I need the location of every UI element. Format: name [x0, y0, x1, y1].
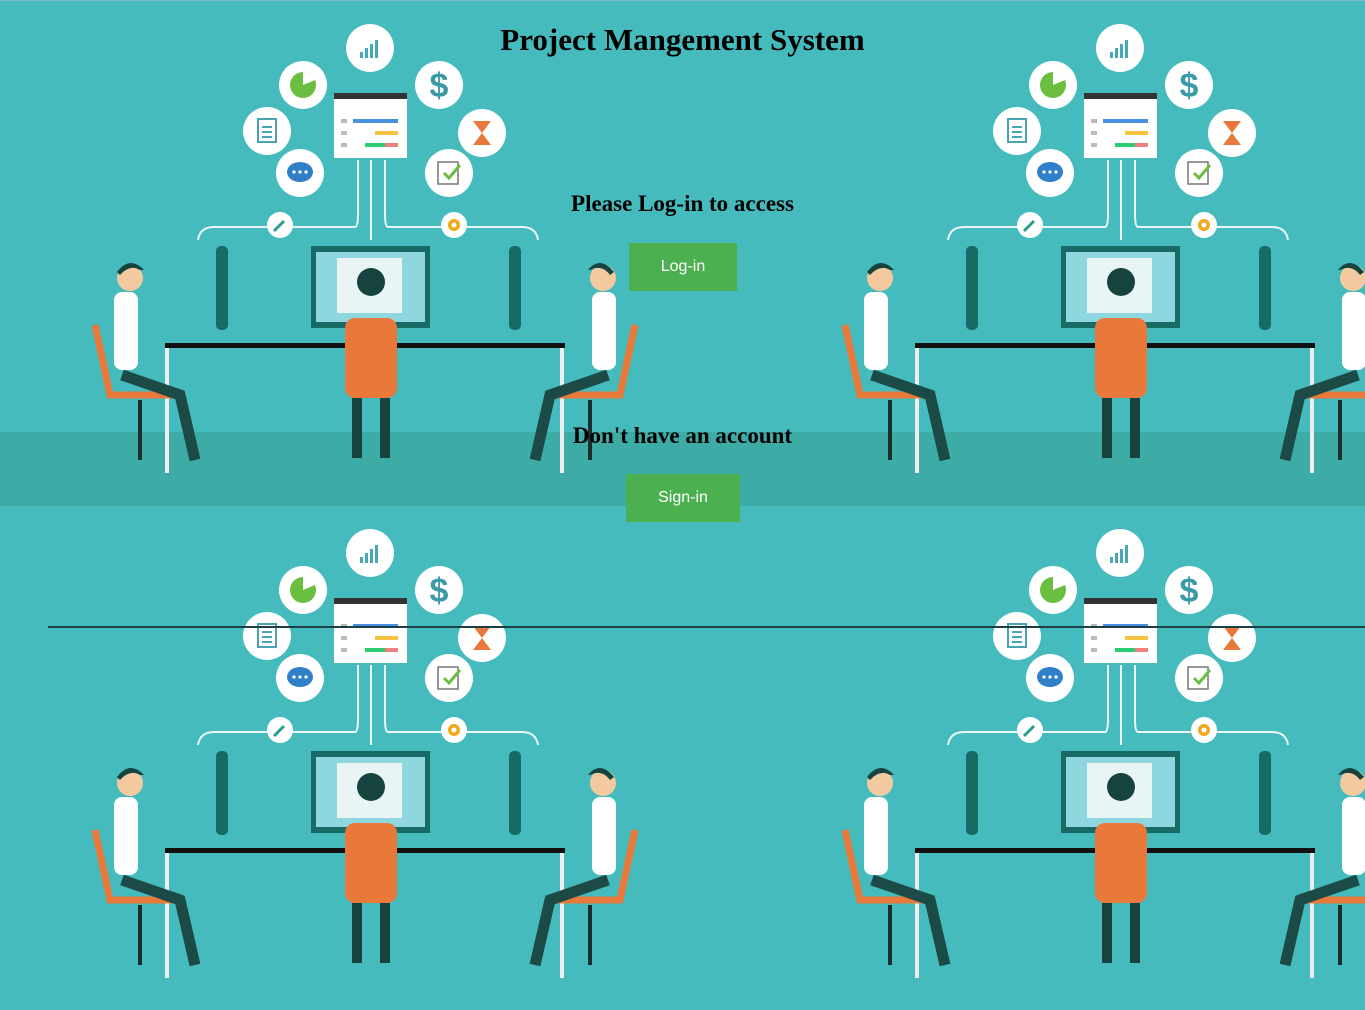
- top-border: [0, 0, 1365, 1]
- background-illustration: $: [0, 0, 750, 505]
- signup-prompt: Don't have an account: [572, 423, 793, 448]
- login-prompt: Please Log-in to access: [571, 191, 794, 216]
- page-title: Project Mangement System: [500, 22, 865, 57]
- bottom-border: [48, 626, 1365, 628]
- login-button[interactable]: Log-in: [629, 243, 737, 291]
- svg-text:$: $: [430, 67, 449, 105]
- main-content: Project Mangement System Please Log-in t…: [500, 22, 865, 522]
- signin-button[interactable]: Sign-in: [626, 474, 740, 522]
